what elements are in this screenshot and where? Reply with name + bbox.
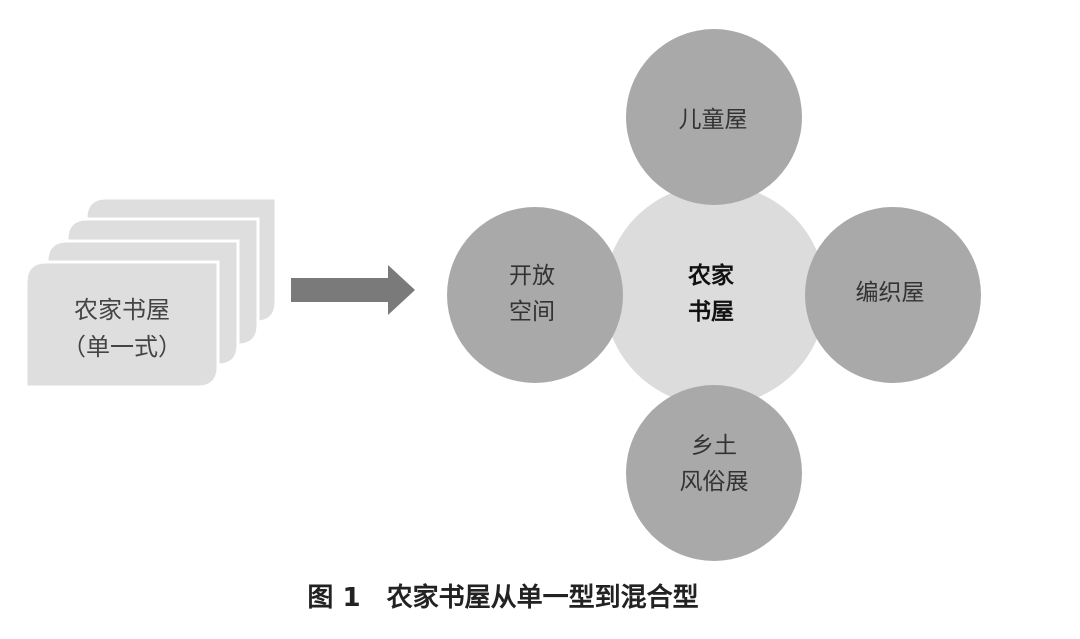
card-label-line1: 农家书屋 <box>74 296 170 324</box>
satellite-left-label-line1: 开放 <box>509 263 555 289</box>
center-label-line1: 农家 <box>687 262 734 289</box>
center-label-line2: 书屋 <box>688 299 734 325</box>
figure-caption: 图 1 农家书屋从单一型到混合型 <box>307 582 698 613</box>
satellite-bottom <box>626 385 802 561</box>
satellite-top-label: 儿童屋 <box>679 107 748 133</box>
card-label-line2: （单一式） <box>62 333 182 361</box>
satellite-left <box>447 207 623 383</box>
satellite-left-label-line2: 空间 <box>509 299 555 325</box>
card-stack: 农家书屋 （单一式） <box>24 196 278 389</box>
satellite-right <box>805 207 981 383</box>
satellite-bottom-label-line1: 乡土 <box>691 433 737 459</box>
satellite-bottom-label-line2: 风俗展 <box>680 469 749 495</box>
center-circle <box>604 184 826 406</box>
satellite-right-label: 编织屋 <box>856 280 925 306</box>
card-front <box>24 260 220 389</box>
satellite-top <box>626 29 802 205</box>
arrow-right-icon <box>291 265 415 315</box>
